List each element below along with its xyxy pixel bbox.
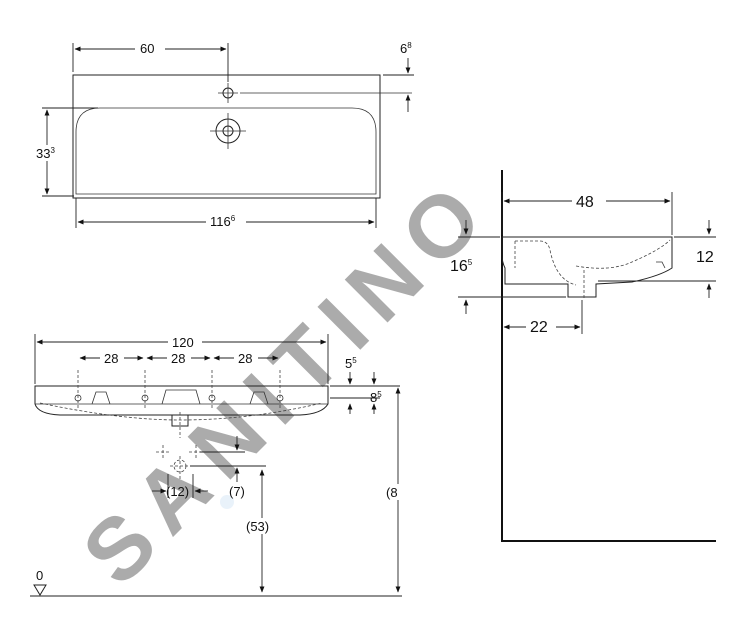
watermark-dot	[220, 495, 234, 509]
dim-edge-to-tap: 68	[400, 41, 412, 56]
top-view-bowl	[75, 107, 377, 195]
tap-hole-markers	[74, 370, 284, 408]
top-view: 60 68 333 1166	[34, 40, 414, 229]
dim-faucet-offset: 60	[140, 41, 154, 56]
dim-spacing-3: 28	[238, 351, 252, 366]
dim-bowl-height: 12	[696, 249, 714, 266]
watermark-text: SANITINO	[63, 157, 510, 604]
dim-total-width: 120	[172, 335, 194, 350]
side-view: 48 165 12 22	[450, 170, 716, 542]
dim-spacing-1: 28	[104, 351, 118, 366]
dim-bowl-depth: 333	[36, 146, 55, 161]
dim-waste-drop: (7)	[229, 484, 245, 499]
front-view: 120 28 28 28 55 85	[30, 334, 410, 597]
dim-waste-offset: (12)	[166, 484, 189, 499]
waste-connection	[156, 445, 203, 480]
floor-level-label: 0	[36, 568, 43, 583]
dim-spacing-2: 28	[171, 351, 185, 366]
front-view-outline	[34, 385, 329, 416]
dim-mount-height: (8	[386, 485, 398, 500]
wall	[501, 170, 716, 542]
dim-height: 85	[370, 390, 382, 405]
watermark: SANITINO	[63, 157, 510, 604]
top-view-outline	[72, 74, 381, 199]
dim-waste-height: (53)	[246, 519, 269, 534]
dim-inner-width: 1166	[210, 214, 236, 229]
dim-waste-offset-side: 22	[530, 319, 548, 336]
waste-outlet	[171, 415, 189, 427]
dim-total-height: 165	[450, 258, 473, 275]
dim-rim: 55	[345, 356, 357, 371]
floor-level-mark	[33, 584, 47, 596]
side-view-outline	[501, 236, 673, 298]
dim-projection: 48	[576, 194, 594, 211]
